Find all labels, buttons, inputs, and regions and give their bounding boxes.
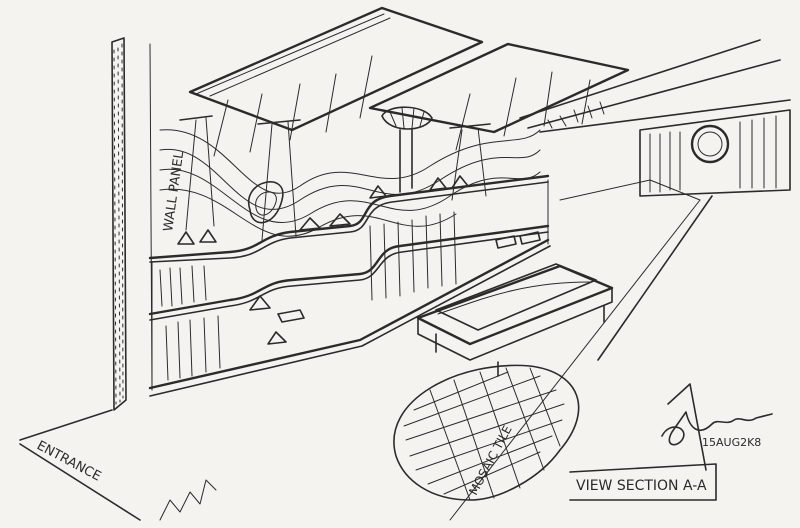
chandelier [381, 106, 433, 193]
ceiling-beams [519, 39, 791, 133]
display-shelving [148, 174, 551, 397]
left-wall-column [111, 37, 153, 411]
shoe-displays [177, 175, 541, 345]
entrance-line [159, 479, 217, 521]
round-window [690, 124, 730, 164]
signature-date: 15AUG2K8 [702, 436, 761, 449]
floor-perspective [19, 179, 713, 521]
view-section-underline [569, 463, 717, 501]
ceiling-panel-left [188, 6, 484, 157]
hanging-garments [159, 211, 457, 381]
rear-wall [639, 109, 791, 197]
mosaic-tile-floor [393, 364, 580, 501]
display-table [416, 263, 614, 377]
signature [661, 383, 773, 471]
view-section-label: VIEW SECTION A-A [576, 478, 707, 494]
ceiling-panel-right [368, 42, 630, 151]
